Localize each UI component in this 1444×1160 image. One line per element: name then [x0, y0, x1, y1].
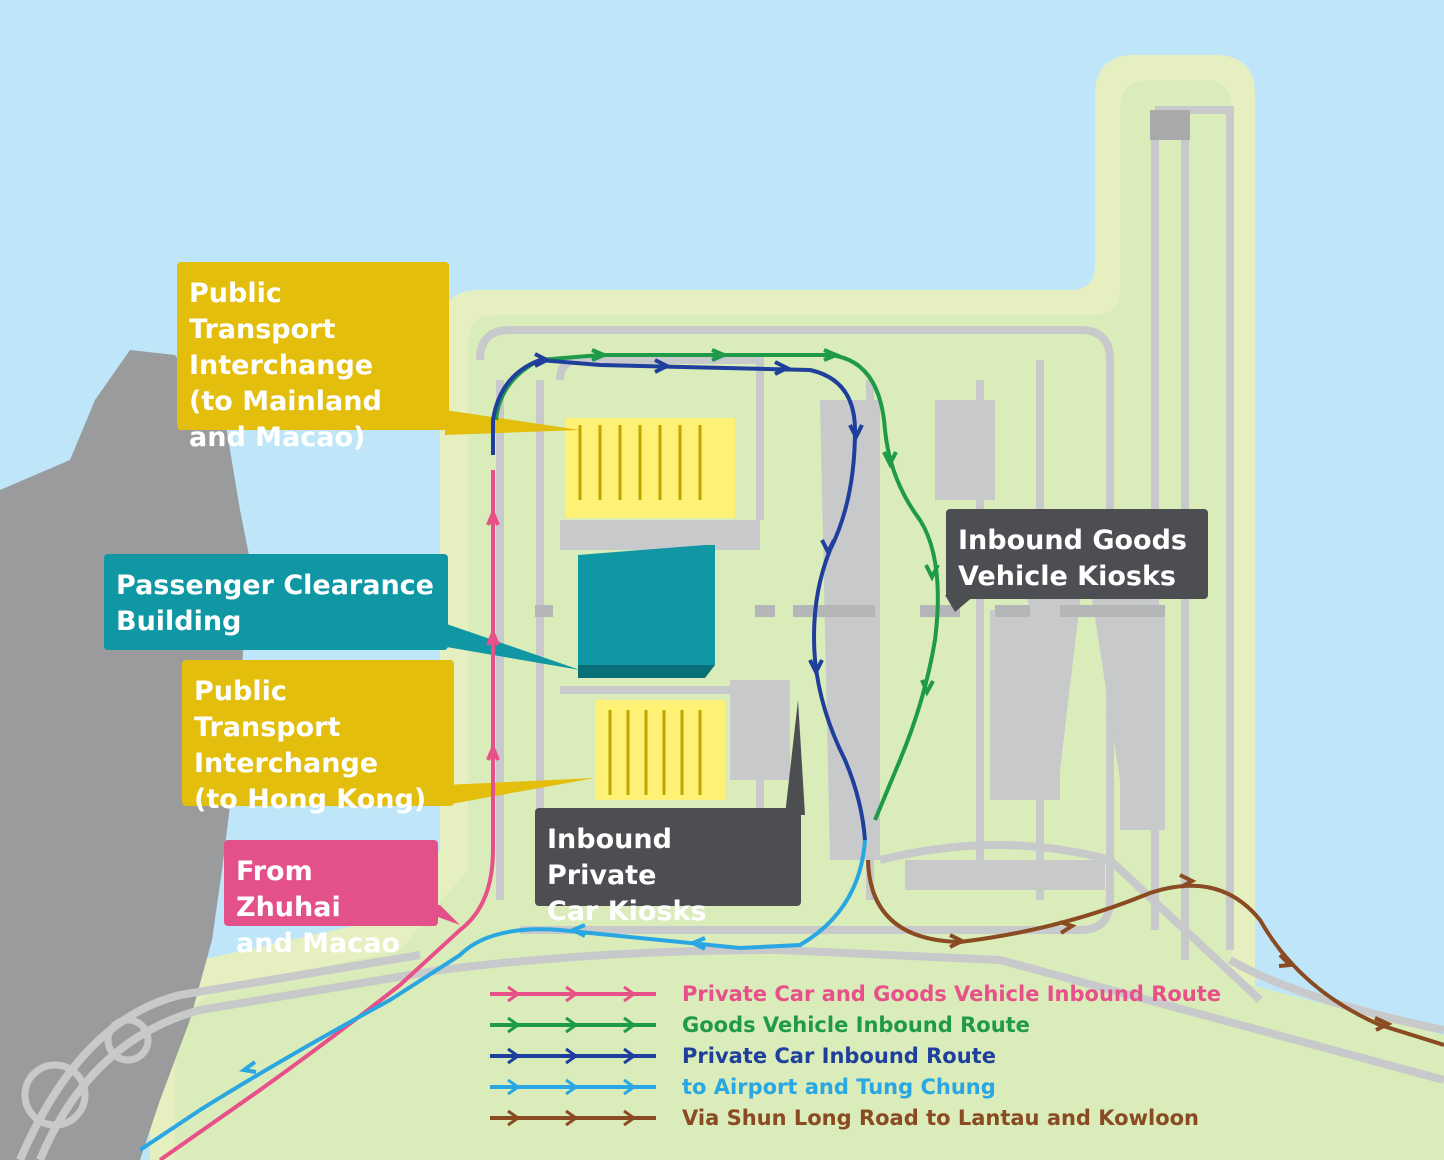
- passenger-clearance-building-side: [578, 665, 715, 678]
- passenger-clearance-building-top: [578, 545, 715, 675]
- legend-row-light-blue: to Airport and Tung Chung: [488, 1073, 1288, 1101]
- callout-pti-hong-kong: Public Transport Interchange (to Hong Ko…: [182, 660, 454, 815]
- legend-line-light-blue: [490, 1078, 656, 1096]
- pti-hong-kong-bays: [608, 710, 702, 795]
- legend-line-pink: [490, 985, 656, 1003]
- pti-hong-kong-area: [595, 700, 725, 800]
- callout-inbound-private-car-kiosks: Inbound Private Car Kiosks: [535, 808, 801, 927]
- route-blue-light: [138, 839, 867, 1152]
- legend-row-brown: Via Shun Long Road to Lantau and Kowloon: [488, 1104, 1288, 1132]
- pointer-inbound-goods: [945, 595, 975, 612]
- callout-pti-mainland: Public Transport Interchange (to Mainlan…: [177, 262, 449, 453]
- pti-mainland-area: [565, 418, 735, 518]
- legend-label-light-blue: to Airport and Tung Chung: [682, 1075, 996, 1099]
- roundabouts: [21, 1016, 152, 1129]
- callout-inbound-goods-vehicle-kiosks: Inbound Goods Vehicle Kiosks: [946, 509, 1208, 599]
- callout-passenger-clearance-building: Passenger Clearance Building: [104, 554, 448, 650]
- legend-row-green: Goods Vehicle Inbound Route: [488, 1011, 1288, 1039]
- mainland-landmass: [0, 350, 250, 1160]
- legend-label-pink: Private Car and Goods Vehicle Inbound Ro…: [682, 982, 1222, 1006]
- legend-label-brown: Via Shun Long Road to Lantau and Kowloon: [682, 1106, 1200, 1130]
- route-legend: Private Car and Goods Vehicle Inbound Ro…: [488, 978, 1288, 1138]
- pointer-pti-mainland: [445, 410, 580, 435]
- route-pink: [158, 470, 495, 1160]
- legend-label-dark-blue: Private Car Inbound Route: [682, 1044, 996, 1068]
- callout-from-zhuhai-and-macao: From Zhuhai and Macao: [224, 840, 438, 959]
- legend-row-dark-blue: Private Car Inbound Route: [488, 1042, 1288, 1070]
- pointer-pti-hong-kong: [445, 778, 595, 805]
- legend-row-pink: Private Car and Goods Vehicle Inbound Ro…: [488, 980, 1288, 1008]
- route-arrows: [238, 348, 1393, 1074]
- terminal-structures: [560, 110, 1190, 890]
- kiosk-strips: [535, 605, 1165, 617]
- pointer-inbound-private: [785, 700, 805, 815]
- pointer-passenger-clearance: [435, 620, 580, 670]
- legend-label-green: Goods Vehicle Inbound Route: [682, 1013, 1030, 1037]
- route-brown: [866, 859, 1444, 1047]
- island-land: [175, 80, 1444, 1160]
- legend-line-brown: [490, 1109, 656, 1127]
- pti-mainland-bays: [578, 425, 702, 500]
- legend-line-dark-blue: [490, 1047, 656, 1065]
- legend-line-green: [490, 1016, 656, 1034]
